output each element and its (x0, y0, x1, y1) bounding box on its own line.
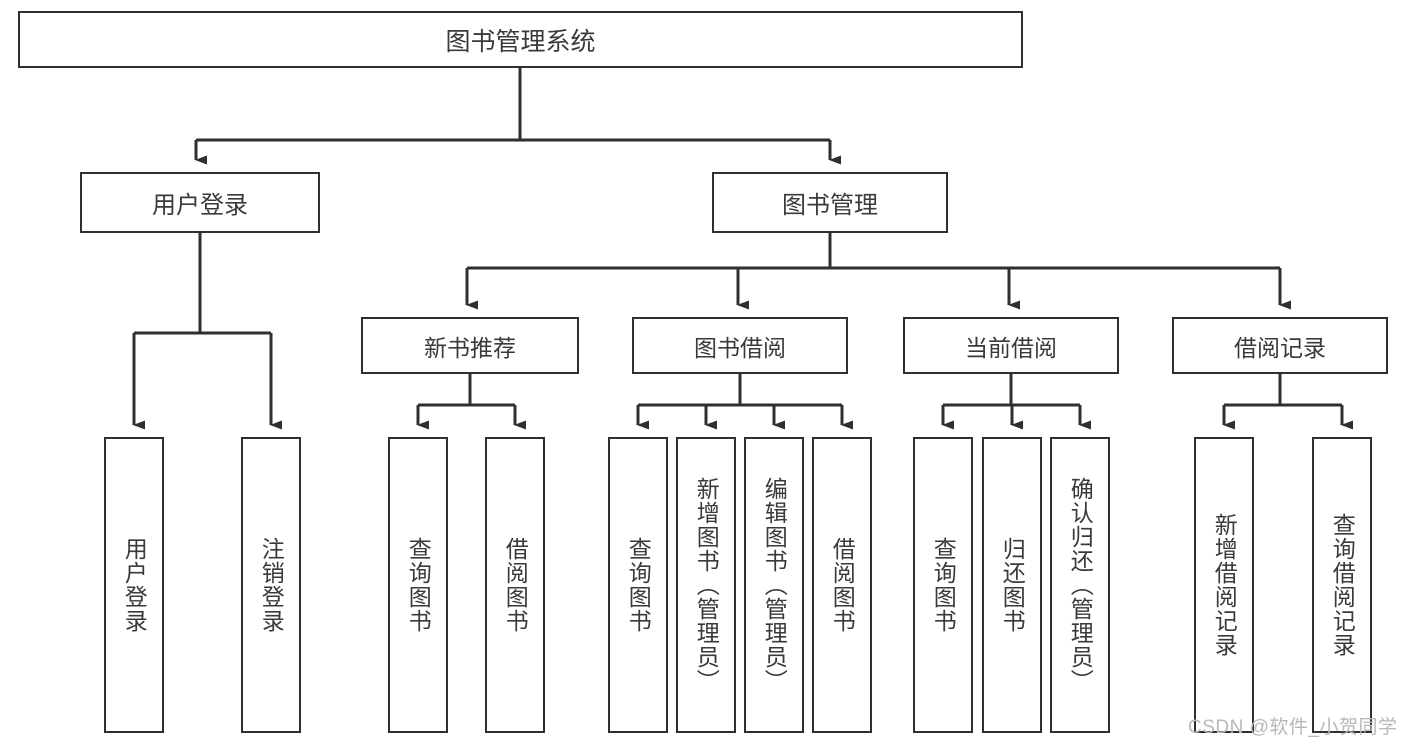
node-book-management-label: 图书管理 (782, 192, 878, 219)
node-book-borrow-label: 图书借阅 (694, 334, 786, 361)
leaf-logout-label: 注销登录 (258, 537, 285, 633)
leaf-query-borrow-record[interactable]: 查询借阅记录 (1312, 437, 1372, 733)
leaf-query-book-current[interactable]: 查询图书 (913, 437, 973, 733)
leaf-query-book-current-label: 查询图书 (930, 537, 957, 633)
watermark: CSDN @软件_小贺同学 (1188, 717, 1398, 738)
leaf-add-book-admin[interactable]: 新增图书（管理员） (676, 437, 736, 733)
leaf-borrow-book-newbook[interactable]: 借阅图书 (485, 437, 545, 733)
leaf-edit-book-admin[interactable]: 编辑图书（管理员） (744, 437, 804, 733)
leaf-borrow-book-newbook-label: 借阅图书 (502, 537, 529, 633)
leaf-user-login-label: 用户登录 (121, 537, 148, 633)
node-borrow-record[interactable]: 借阅记录 (1172, 317, 1388, 374)
node-current-borrow[interactable]: 当前借阅 (903, 317, 1119, 374)
node-book-borrow[interactable]: 图书借阅 (632, 317, 848, 374)
leaf-add-book-admin-label: 新增图书（管理员） (693, 477, 720, 693)
node-root-label: 图书管理系统 (445, 27, 596, 56)
leaf-add-borrow-record[interactable]: 新增借阅记录 (1194, 437, 1254, 733)
leaf-borrow-book[interactable]: 借阅图书 (812, 437, 872, 733)
node-current-borrow-label: 当前借阅 (965, 334, 1057, 361)
leaf-confirm-return-admin[interactable]: 确认归还（管理员） (1050, 437, 1110, 733)
leaf-add-borrow-record-label: 新增借阅记录 (1211, 513, 1238, 657)
node-new-book-recommend[interactable]: 新书推荐 (361, 317, 579, 374)
node-user-login[interactable]: 用户登录 (80, 172, 320, 233)
node-root[interactable]: 图书管理系统 (18, 11, 1023, 68)
leaf-confirm-return-admin-label: 确认归还（管理员） (1067, 477, 1094, 693)
leaf-return-book[interactable]: 归还图书 (982, 437, 1042, 733)
leaf-query-borrow-record-label: 查询借阅记录 (1329, 513, 1356, 657)
leaf-logout[interactable]: 注销登录 (241, 437, 301, 733)
node-user-login-label: 用户登录 (152, 192, 248, 219)
leaf-query-book-borrow-label: 查询图书 (625, 537, 652, 633)
node-borrow-record-label: 借阅记录 (1234, 334, 1326, 361)
leaf-query-book-newbook[interactable]: 查询图书 (388, 437, 448, 733)
leaf-query-book-newbook-label: 查询图书 (405, 537, 432, 633)
node-new-book-recommend-label: 新书推荐 (424, 334, 516, 361)
leaf-user-login[interactable]: 用户登录 (104, 437, 164, 733)
leaf-query-book-borrow[interactable]: 查询图书 (608, 437, 668, 733)
leaf-edit-book-admin-label: 编辑图书（管理员） (761, 477, 788, 693)
leaf-borrow-book-label: 借阅图书 (829, 537, 856, 633)
node-book-management[interactable]: 图书管理 (712, 172, 948, 233)
leaf-return-book-label: 归还图书 (999, 537, 1026, 633)
